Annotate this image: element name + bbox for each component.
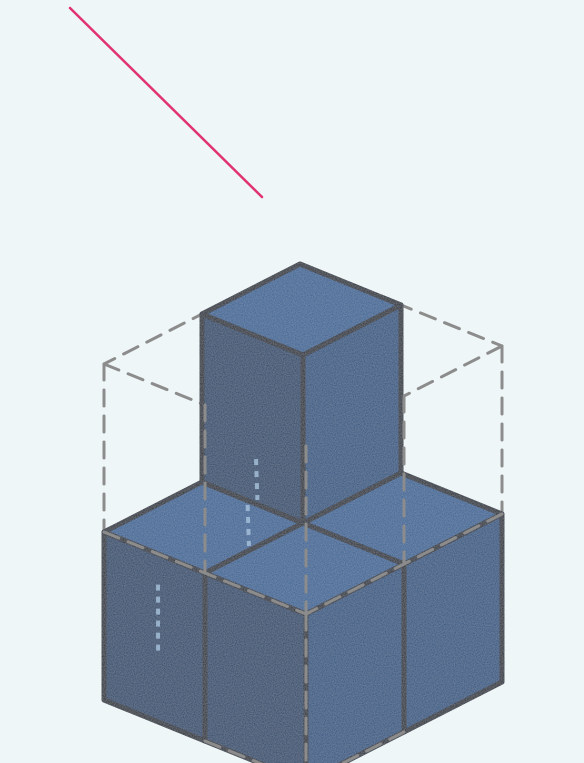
top-cube xyxy=(202,264,401,523)
pointer-line xyxy=(70,8,262,197)
cube-stack xyxy=(104,264,502,763)
